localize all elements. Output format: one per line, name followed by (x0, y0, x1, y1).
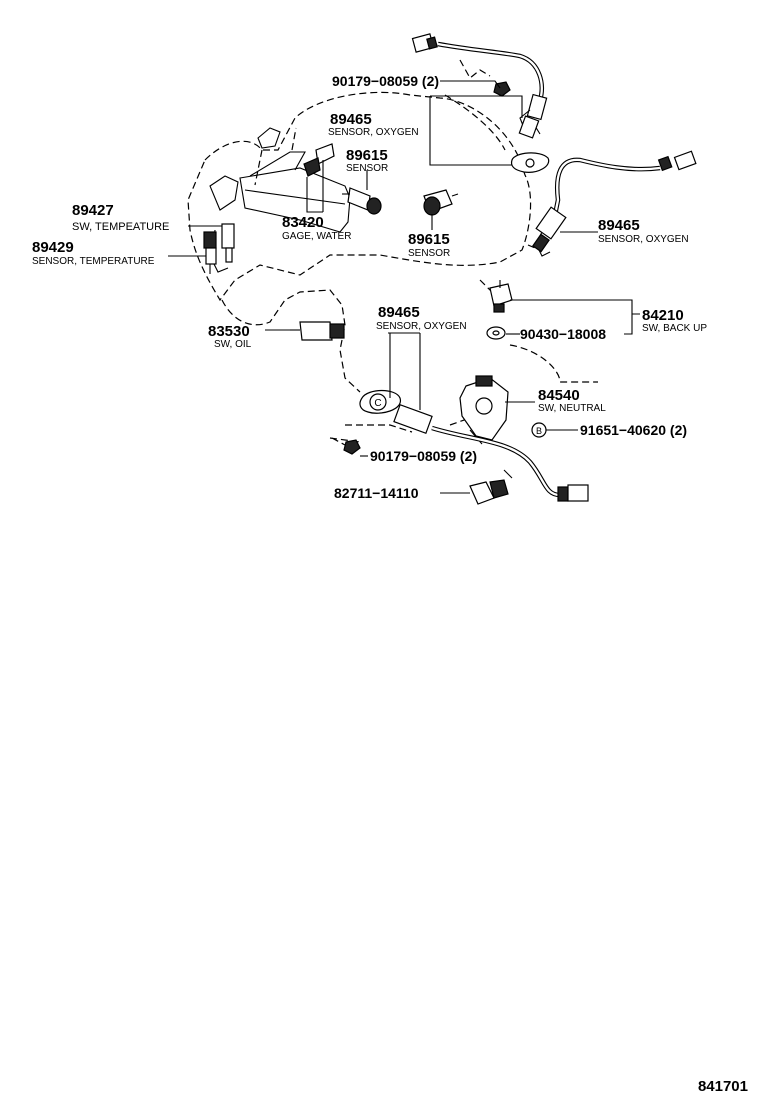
sensor-89615-mid (423, 189, 459, 216)
part-number: 91651−40620 (2) (580, 422, 687, 438)
part-name: SENSOR, TEMPERATURE (32, 256, 155, 267)
nut-low (343, 439, 361, 455)
part-number: 84210 (642, 307, 684, 324)
part-number: 90430−18008 (520, 326, 606, 342)
callout-89465-low: 89465 SENSOR, OXYGEN (376, 304, 467, 332)
part-number: 89465 (330, 111, 372, 128)
washer-90430 (486, 326, 506, 340)
callout-89615-mid: 89615 SENSOR (408, 231, 450, 259)
nut-top (493, 81, 511, 97)
oxygen-sensor-top (411, 33, 548, 139)
part-number: 83420 (282, 214, 324, 231)
oil-switch-83530 (290, 321, 345, 341)
part-number: 84540 (538, 387, 580, 404)
part-number: 89615 (346, 147, 388, 164)
part-name: GAGE, WATER (282, 231, 351, 242)
marker-c-label: C (374, 398, 381, 409)
temperature-sensor-89429 (203, 231, 217, 274)
callout-84540: 84540 SW, NEUTRAL (538, 387, 606, 414)
sensor-89615-top (342, 187, 382, 215)
water-gage-83420 (303, 143, 335, 177)
marker-b-label: B (536, 426, 542, 436)
part-number: 89429 (32, 239, 74, 256)
part-number: 90179−08059 (2) (370, 448, 477, 464)
oxygen-sensor-low (393, 403, 589, 502)
part-name: SENSOR, OXYGEN (328, 127, 419, 138)
part-number: 82711−14110 (334, 485, 419, 501)
neutral-switch-84540 (459, 375, 509, 445)
callout-89465-right: 89465 SENSOR, OXYGEN (598, 217, 689, 245)
part-name: SW, OIL (214, 339, 252, 350)
callout-89429: 89429 SENSOR, TEMPERATURE (32, 239, 155, 267)
callout-84210: 84210 SW, BACK UP (642, 307, 707, 334)
leader-lines (168, 80, 640, 494)
callout-89465-top: 89465 SENSOR, OXYGEN (328, 111, 419, 138)
callout-83420: 83420 GAGE, WATER (282, 214, 351, 242)
diagram-id: 841701 (698, 1078, 748, 1095)
part-name: SW, NEUTRAL (538, 403, 606, 414)
part-number: 90179−08059 (2) (332, 73, 439, 89)
part-name: SENSOR (408, 248, 450, 259)
part-name: SW, TEMPEATURE (72, 221, 169, 233)
backup-switch-84210 (489, 280, 513, 313)
temperature-switch-89427 (221, 223, 235, 263)
callout-91651: 91651−40620 (2) (580, 422, 687, 438)
callout-90179-low: 90179−08059 (2) (370, 448, 477, 464)
oxygen-sensor-right (532, 150, 697, 257)
marker-circle-c: C (369, 393, 387, 411)
callout-89427: 89427 SW, TEMPEATURE (72, 202, 169, 233)
callout-90430: 90430−18008 (520, 326, 606, 342)
part-number: 89465 (598, 217, 640, 234)
callout-83530: 83530 SW, OIL (208, 323, 252, 350)
part-name: SENSOR, OXYGEN (376, 321, 467, 332)
part-name: SENSOR (346, 163, 388, 174)
callout-82711: 82711−14110 (334, 485, 419, 501)
marker-circle-b: B (531, 422, 547, 438)
part-number: 89427 (72, 202, 114, 219)
part-number: 83530 (208, 323, 250, 340)
gasket-top (510, 152, 550, 173)
part-number: 89615 (408, 231, 450, 248)
connector-82711 (469, 469, 513, 505)
callout-90179-top: 90179−08059 (2) (332, 73, 439, 89)
part-number: 89465 (378, 304, 420, 321)
part-name: SENSOR, OXYGEN (598, 234, 689, 245)
callout-89615-top: 89615 SENSOR (346, 147, 388, 174)
part-name: SW, BACK UP (642, 323, 707, 334)
